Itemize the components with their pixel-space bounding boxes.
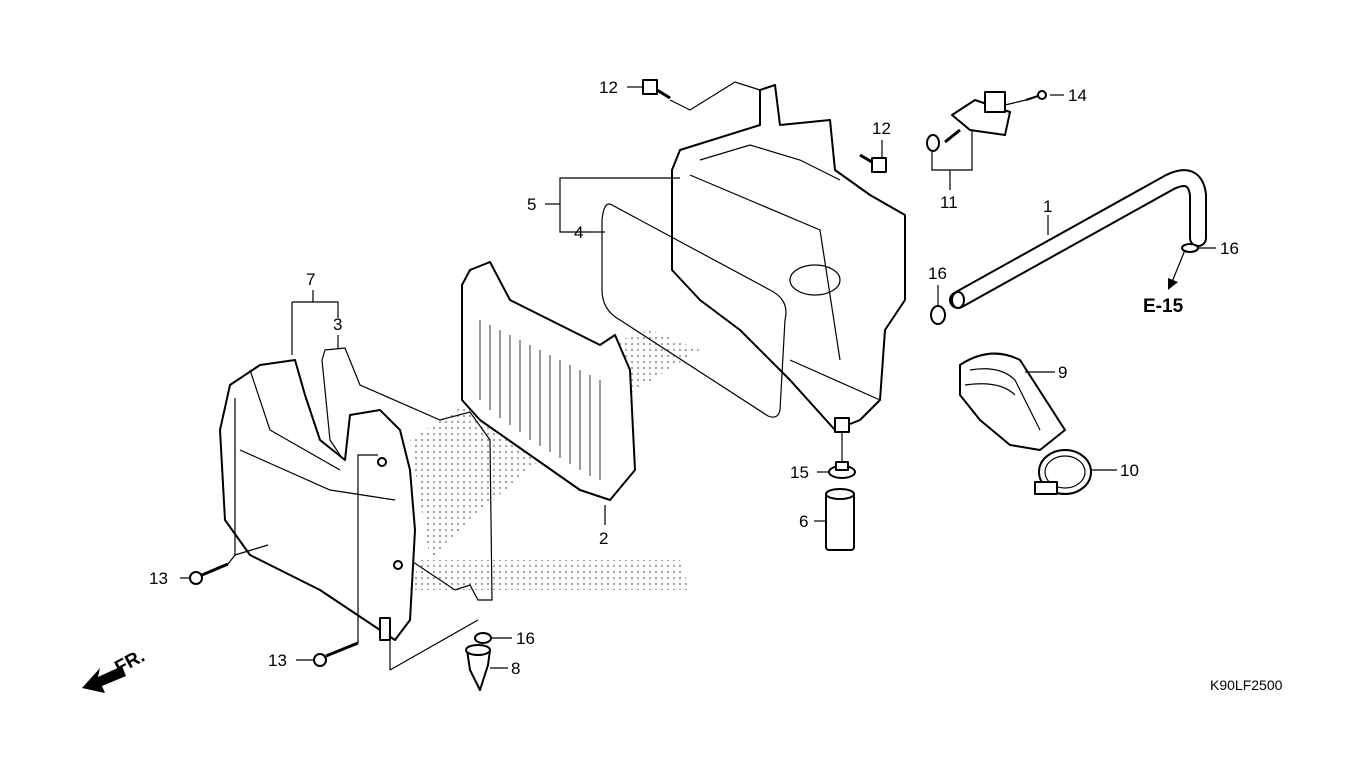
- breather-tube-part: [949, 169, 1207, 309]
- label-4: 4: [574, 223, 583, 242]
- label-7: 7: [306, 270, 315, 289]
- screw-13-upper: [189, 562, 229, 585]
- label-14: 14: [1068, 86, 1087, 105]
- screw-13-lower: [313, 641, 359, 667]
- label-13-lower: 13: [268, 651, 287, 670]
- drain-plug-part: [465, 644, 491, 691]
- label-3: 3: [333, 315, 342, 334]
- part-labels: 1 2 3 4 5 6 7 8 9 10 11 12 12 13 13 14 1…: [149, 78, 1239, 678]
- label-8: 8: [511, 659, 520, 678]
- screw-14: [1025, 90, 1047, 101]
- label-13-upper: 13: [149, 569, 168, 588]
- label-9: 9: [1058, 363, 1067, 382]
- label-5: 5: [527, 195, 536, 214]
- label-10: 10: [1120, 461, 1139, 480]
- sensor-part: [926, 91, 1011, 152]
- leader-lines: [180, 81, 1216, 671]
- case-seal-part: [601, 203, 787, 418]
- label-12-upper: 12: [599, 78, 618, 97]
- clip-16-case: [930, 305, 946, 325]
- air-cleaner-cover-part: [219, 359, 416, 641]
- bolt-12-upper: [642, 79, 671, 100]
- label-16-tube: 16: [1220, 239, 1239, 258]
- label-16-case: 16: [928, 264, 947, 283]
- label-2: 2: [599, 529, 608, 548]
- reference-e15: E-15: [1143, 296, 1184, 317]
- diagram-code: K90LF2500: [1210, 677, 1283, 693]
- label-11: 11: [940, 193, 958, 212]
- connecting-tube-part: [959, 352, 1066, 451]
- bolt-12-right: [859, 153, 887, 173]
- clip-16-drain: [474, 632, 492, 644]
- label-12-right: 12: [872, 119, 891, 138]
- label-1: 1: [1043, 197, 1052, 216]
- front-direction-arrow: [82, 666, 126, 693]
- filter-element-part: [461, 261, 636, 501]
- label-6: 6: [799, 512, 808, 531]
- clip-part: [828, 461, 856, 479]
- label-15: 15: [790, 463, 809, 482]
- drain-tube-part: [825, 491, 855, 551]
- tube-band-part: [1034, 449, 1092, 495]
- label-16-drain: 16: [516, 629, 535, 648]
- air-cleaner-case-part: [671, 84, 906, 433]
